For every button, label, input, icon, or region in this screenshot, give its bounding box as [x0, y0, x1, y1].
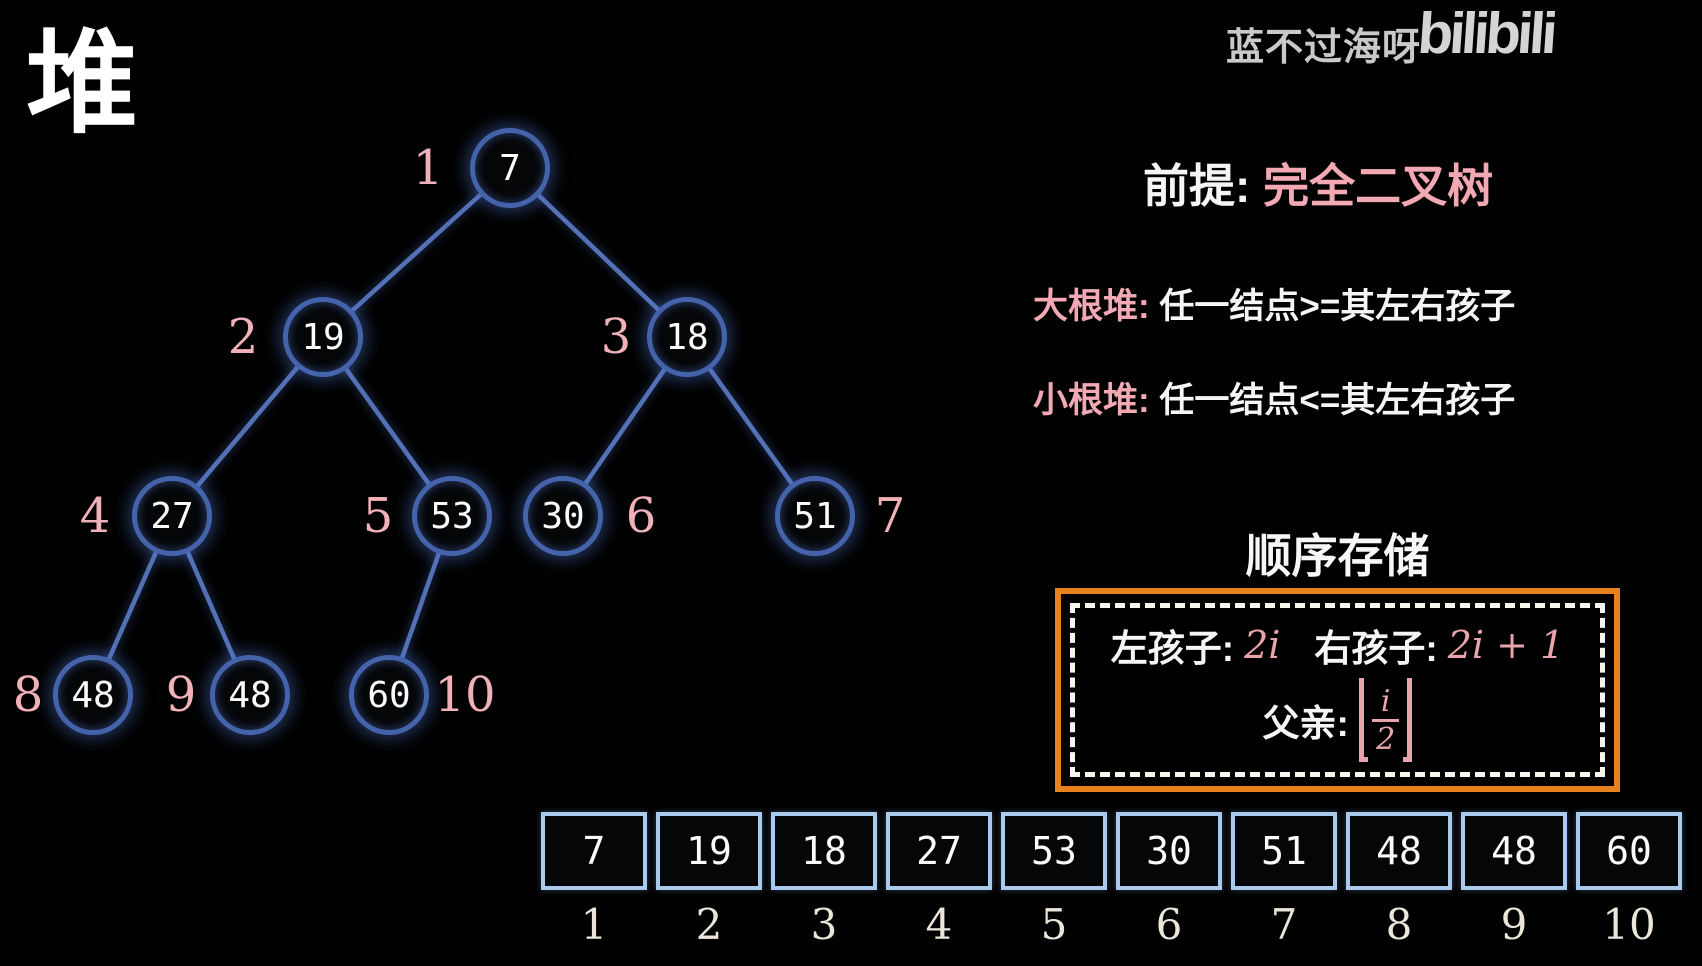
array-cell-value: 51: [1261, 829, 1307, 873]
premise-value: 完全二叉树: [1263, 160, 1494, 212]
array-cell-value: 27: [916, 829, 962, 873]
array-cell-value: 60: [1606, 829, 1652, 873]
storage-formula-inner: 左孩子: 2i 右孩子: 2i + 1 父亲: i 2: [1070, 603, 1605, 777]
array-cell-4: 27: [886, 812, 992, 890]
tree-index-1: 1: [412, 140, 444, 196]
array-index-4: 4: [925, 900, 953, 949]
tree-node-value: 27: [150, 495, 194, 537]
array-cell-6: 30: [1116, 812, 1222, 890]
array-cell-10: 60: [1576, 812, 1682, 890]
heap-array: 7 19 18 27 53 30 51 48 48 60: [541, 812, 1682, 890]
tree-node-10: 60: [349, 655, 429, 735]
tree-index-3: 3: [600, 309, 632, 365]
array-cell-8: 48: [1346, 812, 1452, 890]
tree-node-value: 7: [499, 147, 521, 189]
array-cell-value: 18: [801, 829, 847, 873]
tree-node-9: 48: [210, 655, 290, 735]
tree-node-value: 19: [301, 316, 345, 358]
tree-node-8: 48: [53, 655, 133, 735]
tree-node-7: 51: [775, 476, 855, 556]
tree-node-value: 48: [71, 674, 115, 716]
fraction-numerator: i: [1371, 685, 1400, 722]
array-index-1: 1: [580, 900, 608, 949]
tree-index-2: 2: [227, 309, 259, 365]
array-index-2: 2: [695, 900, 723, 949]
array-index-6: 6: [1155, 900, 1183, 949]
array-index-5: 5: [1040, 900, 1068, 949]
min-heap-label: 小根堆:: [1033, 381, 1150, 420]
floor-right-bracket: [1403, 678, 1413, 762]
tree-node-6: 30: [523, 476, 603, 556]
array-cell-1: 7: [541, 812, 647, 890]
min-heap-rule: 任一结点<=其左右孩子: [1159, 381, 1516, 420]
tree-node-2: 19: [283, 297, 363, 377]
tree-node-value: 53: [430, 495, 474, 537]
array-cell-9: 48: [1461, 812, 1567, 890]
tree-index-5: 5: [362, 488, 394, 544]
array-cell-value: 7: [582, 829, 606, 873]
tree-node-5: 53: [412, 476, 492, 556]
array-index-3: 3: [810, 900, 838, 949]
tree-node-1: 7: [470, 128, 550, 208]
fraction-i-over-2: i 2: [1368, 678, 1404, 762]
array-cell-value: 30: [1146, 829, 1192, 873]
array-cell-value: 48: [1376, 829, 1422, 873]
array-index-10: 10: [1602, 900, 1656, 949]
right-child-formula: 2i + 1: [1447, 623, 1565, 667]
array-cell-2: 19: [656, 812, 762, 890]
watermark-author: 蓝不过海呀: [1226, 27, 1422, 69]
right-child-label: 右孩子:: [1314, 628, 1438, 669]
page-title: 堆: [26, 21, 138, 146]
tree-index-8: 8: [12, 667, 44, 723]
tree-index-7: 7: [874, 488, 906, 544]
premise-label: 前提:: [1143, 160, 1251, 212]
parent-formula-line: 父亲: i 2: [1263, 678, 1413, 762]
tree-node-3: 18: [647, 297, 727, 377]
tree-node-value: 51: [793, 495, 837, 537]
array-index-8: 8: [1385, 900, 1413, 949]
tree-index-4: 4: [79, 488, 111, 544]
storage-heading: 顺序存储: [1245, 530, 1430, 582]
tree-index-9: 9: [165, 667, 197, 723]
tree-node-value: 30: [541, 495, 585, 537]
parent-label: 父亲:: [1262, 703, 1349, 744]
array-cell-value: 53: [1031, 829, 1077, 873]
premise-line: 前提: 完全二叉树: [1143, 150, 1493, 216]
tree-node-value: 60: [367, 674, 411, 716]
max-heap-rule: 任一结点>=其左右孩子: [1159, 287, 1516, 326]
min-heap-line: 小根堆: 任一结点<=其左右孩子: [1033, 372, 1515, 423]
array-cell-value: 48: [1491, 829, 1537, 873]
max-heap-line: 大根堆: 任一结点>=其左右孩子: [1033, 278, 1515, 329]
array-cell-5: 53: [1001, 812, 1107, 890]
array-index-row: 1 2 3 4 5 6 7 8 9 10: [541, 900, 1682, 949]
tree-node-value: 48: [228, 674, 272, 716]
left-child-formula: 2i: [1244, 623, 1281, 667]
fraction-denominator: 2: [1376, 721, 1396, 757]
array-cell-value: 19: [686, 829, 732, 873]
parent-formula: i 2: [1358, 678, 1413, 762]
array-cell-7: 51: [1231, 812, 1337, 890]
array-index-9: 9: [1500, 900, 1528, 949]
max-heap-label: 大根堆:: [1033, 287, 1150, 326]
floor-left-bracket: [1358, 678, 1368, 762]
tree-node-value: 18: [665, 316, 709, 358]
storage-formula-box: 左孩子: 2i 右孩子: 2i + 1 父亲: i 2: [1055, 588, 1620, 792]
children-formula-line: 左孩子: 2i 右孩子: 2i + 1: [1111, 618, 1565, 672]
tree-node-4: 27: [132, 476, 212, 556]
array-cell-3: 18: [771, 812, 877, 890]
array-index-7: 7: [1270, 900, 1298, 949]
tree-index-10: 10: [434, 667, 496, 723]
tree-index-6: 6: [625, 488, 657, 544]
left-child-label: 左孩子:: [1110, 628, 1235, 669]
